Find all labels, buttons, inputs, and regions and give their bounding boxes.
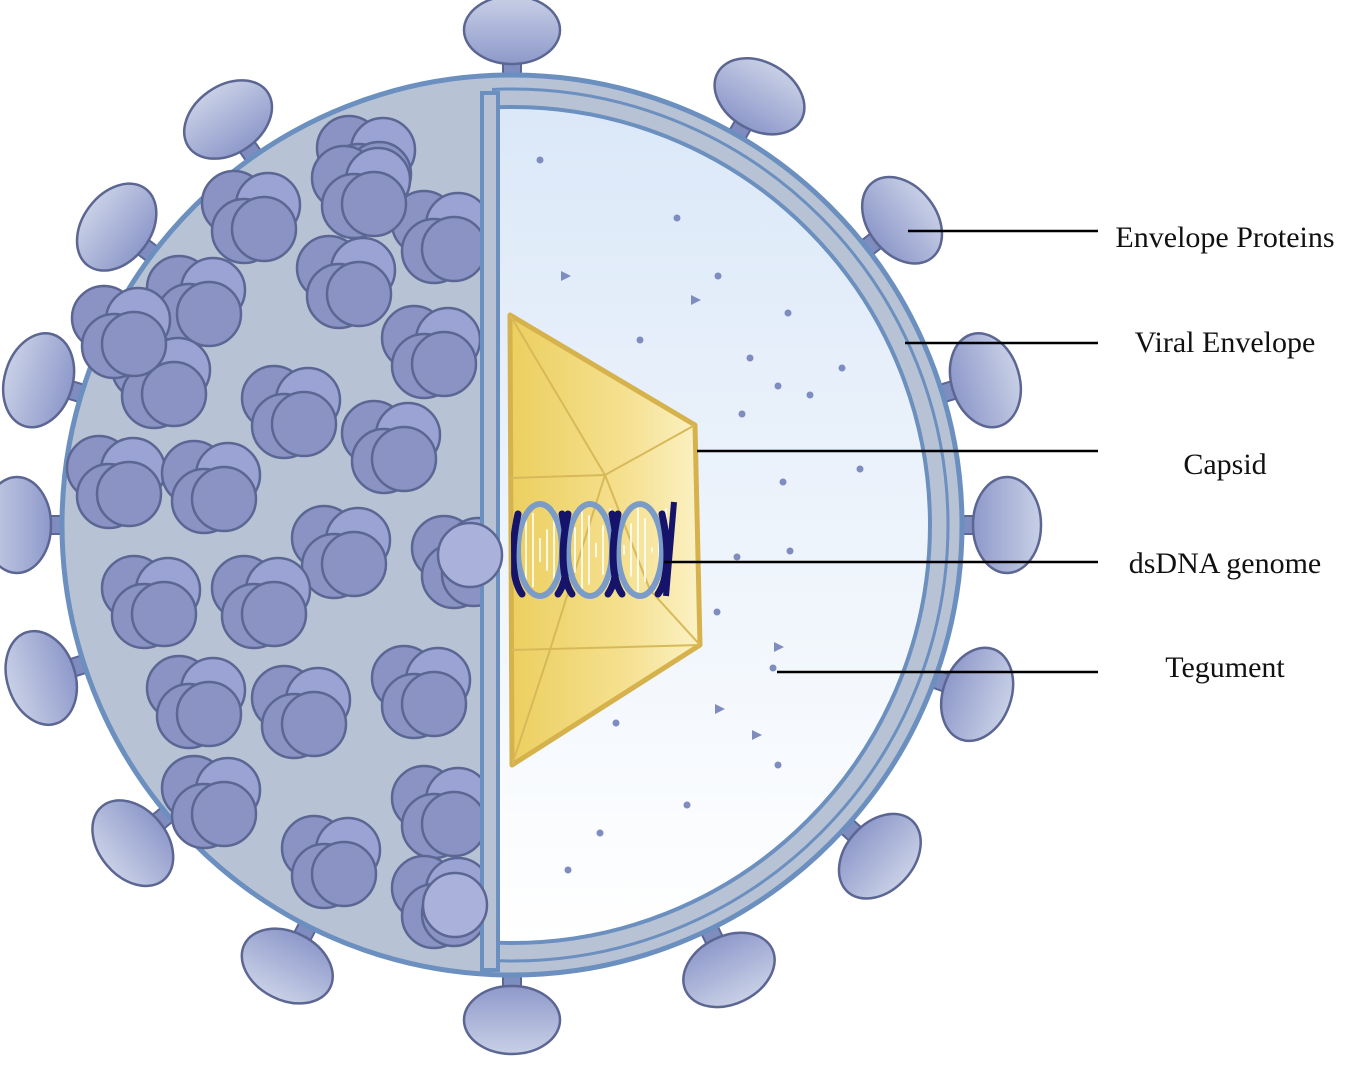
protein-cluster	[280, 814, 382, 910]
glycoprotein-spike	[462, 964, 562, 1056]
protein-cluster	[370, 644, 472, 740]
protein-cluster	[390, 764, 492, 860]
tegument-dot	[786, 547, 794, 555]
glycoprotein-spike	[462, 0, 562, 86]
tegument-dot	[738, 410, 746, 418]
glycoprotein-spike	[951, 475, 1043, 575]
protein-cluster	[310, 144, 412, 240]
protein-cluster	[200, 169, 302, 265]
glycoprotein-spike	[75, 182, 166, 272]
protein-cluster	[380, 304, 482, 400]
protein-cluster	[160, 754, 262, 850]
tegument-dot	[713, 608, 721, 616]
tegument-dot	[612, 719, 620, 727]
leader-lines	[664, 229, 1098, 674]
protein-cluster	[145, 254, 247, 350]
protein-cluster	[290, 504, 392, 600]
protein-cluster	[295, 234, 397, 330]
tegument-dot	[784, 309, 792, 317]
protein-cluster	[240, 364, 342, 460]
tegument-dot	[806, 391, 814, 399]
label-dsdna-genome: dsDNA genome	[1129, 547, 1321, 580]
protein-cluster	[160, 439, 262, 535]
surface-protein-clusters	[65, 114, 492, 950]
tegument-particles	[536, 156, 864, 874]
tegument-dot	[596, 829, 604, 837]
label-capsid: Capsid	[1183, 448, 1266, 481]
viral-envelope-inner-line	[492, 87, 950, 963]
tegument-triangle	[561, 271, 571, 281]
glycoprotein-spike	[833, 812, 922, 900]
label-tegument: Tegument	[1165, 651, 1285, 684]
tegument-dot	[564, 866, 572, 874]
tegument-dot	[779, 478, 787, 486]
tegument-dot	[714, 272, 722, 280]
dna-strand-dark	[559, 510, 576, 598]
tegument-dot	[636, 336, 644, 344]
tegument-dot	[733, 553, 741, 561]
dna-strand-dark	[510, 510, 526, 598]
tegument-dot	[536, 156, 544, 164]
dna-strand-dark	[609, 510, 626, 598]
protein-cluster	[145, 654, 247, 750]
protein-cluster	[100, 554, 202, 650]
tegument-dot	[856, 465, 864, 473]
dsdna-helix	[510, 501, 677, 599]
cross-section	[492, 72, 965, 978]
tegument-dot	[769, 664, 777, 672]
capsid-facets	[510, 315, 700, 765]
protein-cluster	[70, 284, 172, 380]
glycoprotein-spike	[0, 475, 73, 575]
protein-cluster	[390, 189, 492, 285]
tegument-dot	[746, 354, 754, 362]
edge-protein	[421, 871, 489, 939]
tegument-triangle	[752, 730, 762, 740]
tegument-dot	[838, 364, 846, 372]
tegument-dot	[774, 761, 782, 769]
protein-cluster	[210, 554, 312, 650]
dna-strand-dark	[663, 501, 677, 597]
tegument-dot	[673, 214, 681, 222]
label-envelope-proteins: Envelope Proteins	[1115, 221, 1334, 254]
dna-strand-light	[615, 501, 665, 599]
capsid	[507, 312, 703, 768]
tegument-region	[492, 105, 932, 945]
protein-cluster	[250, 664, 352, 760]
label-viral-envelope: Viral Envelope	[1135, 326, 1316, 359]
tegument-triangle	[715, 704, 725, 714]
tegument-triangle	[774, 642, 784, 652]
tegument-triangle	[691, 295, 701, 305]
envelope-surface-left	[59, 73, 492, 977]
protein-cluster	[65, 434, 167, 530]
glycoprotein-spike	[240, 912, 334, 1005]
protein-cluster	[340, 399, 442, 495]
edge-protein	[436, 521, 504, 589]
tegument-dot	[774, 382, 782, 390]
tegument-dot	[683, 801, 691, 809]
